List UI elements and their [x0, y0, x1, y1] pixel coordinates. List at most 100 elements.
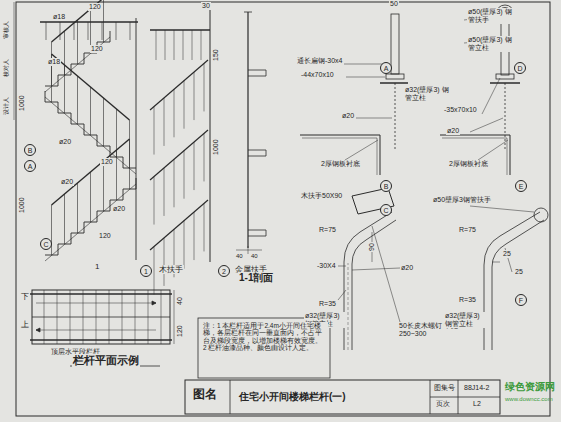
drawing-label: 25 [514, 268, 524, 276]
drawing-label: ø20 [400, 264, 414, 272]
drawing-stroke [70, 290, 71, 344]
drawing-label: 下 [20, 292, 30, 301]
drawing-label: 1-1剖面 [238, 272, 274, 284]
callout-letter: C [383, 207, 388, 214]
callout-circle: E [515, 180, 527, 192]
drawing-label: ø32(壁厚3) 钢管立柱 [444, 312, 486, 328]
drawing-label: R=35 [458, 296, 477, 304]
drawing-stroke [57, 290, 58, 344]
drawing-label: 木扶手 [158, 265, 184, 274]
drawing-stroke [148, 290, 149, 344]
drawing-stroke [116, 22, 117, 40]
drawing-stroke [194, 212, 195, 260]
drawing-stroke [77, 76, 78, 124]
drawing-stroke [77, 20, 78, 64]
drawing-label: 上 [20, 320, 30, 329]
callout-circle: A [24, 160, 36, 172]
drawing-stroke [174, 30, 175, 60]
drawing-stroke [88, 22, 89, 40]
drawing-label: L2 [472, 400, 482, 408]
drawing-stroke [184, 221, 185, 269]
drawing-label: 通长扁钢-30x4 [296, 57, 344, 65]
drawing-label: R=75 [458, 226, 477, 234]
drawing-label: 1 [94, 262, 100, 271]
drawing-label: 120 [176, 324, 184, 338]
callout-circle: 1 [140, 265, 152, 277]
drawing-label: 设计人 [3, 96, 10, 116]
drawing-label: ø18 [52, 13, 66, 21]
drawing-label: ø20 [446, 127, 460, 135]
drawing-stroke [210, 8, 211, 262]
drawing-stroke [164, 98, 165, 146]
watermark: 绿色资源网 [504, 381, 556, 393]
drawing-label: R=75 [318, 226, 337, 234]
callout-letter: A [384, 65, 389, 72]
drawing-stroke [109, 290, 110, 344]
drawing-stroke [154, 107, 155, 155]
callout-circle: B [380, 180, 392, 192]
drawing-stroke [194, 72, 195, 120]
drawing-label: 120 [90, 45, 104, 53]
drawing-label: 120 [88, 3, 102, 11]
drawing-label: 120 [100, 158, 114, 166]
drawing-label: ø20 [112, 205, 126, 213]
drawing-stroke [74, 22, 75, 40]
drawing-label: 40 [250, 253, 259, 260]
drawing-label: 图名 [192, 388, 218, 402]
drawing-stroke [46, 22, 47, 40]
drawing-stroke [110, 31, 111, 42]
drawing-label: ø20 [341, 112, 355, 120]
drawing-stroke [150, 130, 208, 180]
drawing-stroke [154, 247, 155, 295]
drawing-label: 页次 [435, 400, 451, 408]
drawing-stroke [136, 18, 137, 260]
callout-circle: 2 [218, 265, 230, 277]
drawing-label: ø20 [60, 178, 74, 186]
drawing-label: 40 [176, 296, 184, 306]
drawing-stroke [90, 87, 91, 135]
drawing-label: 1000 [18, 196, 26, 214]
drawing-stroke [45, 91, 46, 102]
drawing-stroke [164, 238, 165, 286]
drawing-label: ø50壁厚3钢管扶手 [432, 196, 492, 204]
drawing-stroke [201, 30, 202, 60]
callout-circle: F [515, 294, 527, 306]
drawing-stroke [52, 54, 130, 120]
callout-letter: F [519, 297, 523, 304]
watermark: www.downcc.com [504, 396, 554, 403]
drawing-stroke [103, 98, 104, 146]
drawing-label: 1000 [18, 94, 26, 112]
drawing-label: ø32(壁厚3) 钢管立柱 [404, 86, 452, 102]
drawing-label: R=35 [318, 300, 337, 308]
drawing-stroke [161, 290, 162, 344]
drawing-label: 审核人 [3, 20, 10, 40]
drawing-label: 40 [235, 253, 244, 260]
drawing-label: ø50(壁厚3) 钢管扶手 [467, 8, 515, 24]
drawing-stroke [45, 97, 136, 174]
drawing-stroke [40, 21, 138, 22]
drawing-label: 栏杆平面示例 [72, 354, 140, 367]
callout-letter: A [28, 163, 33, 170]
drawing-stroke [122, 290, 123, 344]
drawing-label: 88J14-2 [463, 384, 490, 392]
drawing-label: -30X4 [316, 262, 337, 270]
drawing-stroke [90, 172, 91, 222]
drawing-stroke [45, 37, 110, 92]
drawing-stroke [192, 30, 193, 60]
drawing-label: -35x70x10 [443, 106, 478, 114]
drawing-label: 图集号 [433, 384, 456, 392]
drawing-label: 150 [212, 48, 220, 62]
drawing-stroke [44, 290, 45, 344]
drawing-stroke [64, 31, 65, 75]
callout-circle: C [380, 204, 392, 216]
drawing-stroke [103, 0, 104, 42]
drawing-stroke [77, 183, 78, 233]
drawing-stroke [164, 168, 165, 216]
drawing-stroke [116, 109, 117, 157]
callout-circle: B [24, 144, 36, 156]
drawing-stroke [204, 63, 205, 111]
callout-letter: B [384, 183, 389, 190]
drawing-stroke [64, 194, 65, 244]
drawing-label: 2厚钢板衬底 [448, 160, 489, 168]
callout-circle: C [40, 238, 52, 250]
